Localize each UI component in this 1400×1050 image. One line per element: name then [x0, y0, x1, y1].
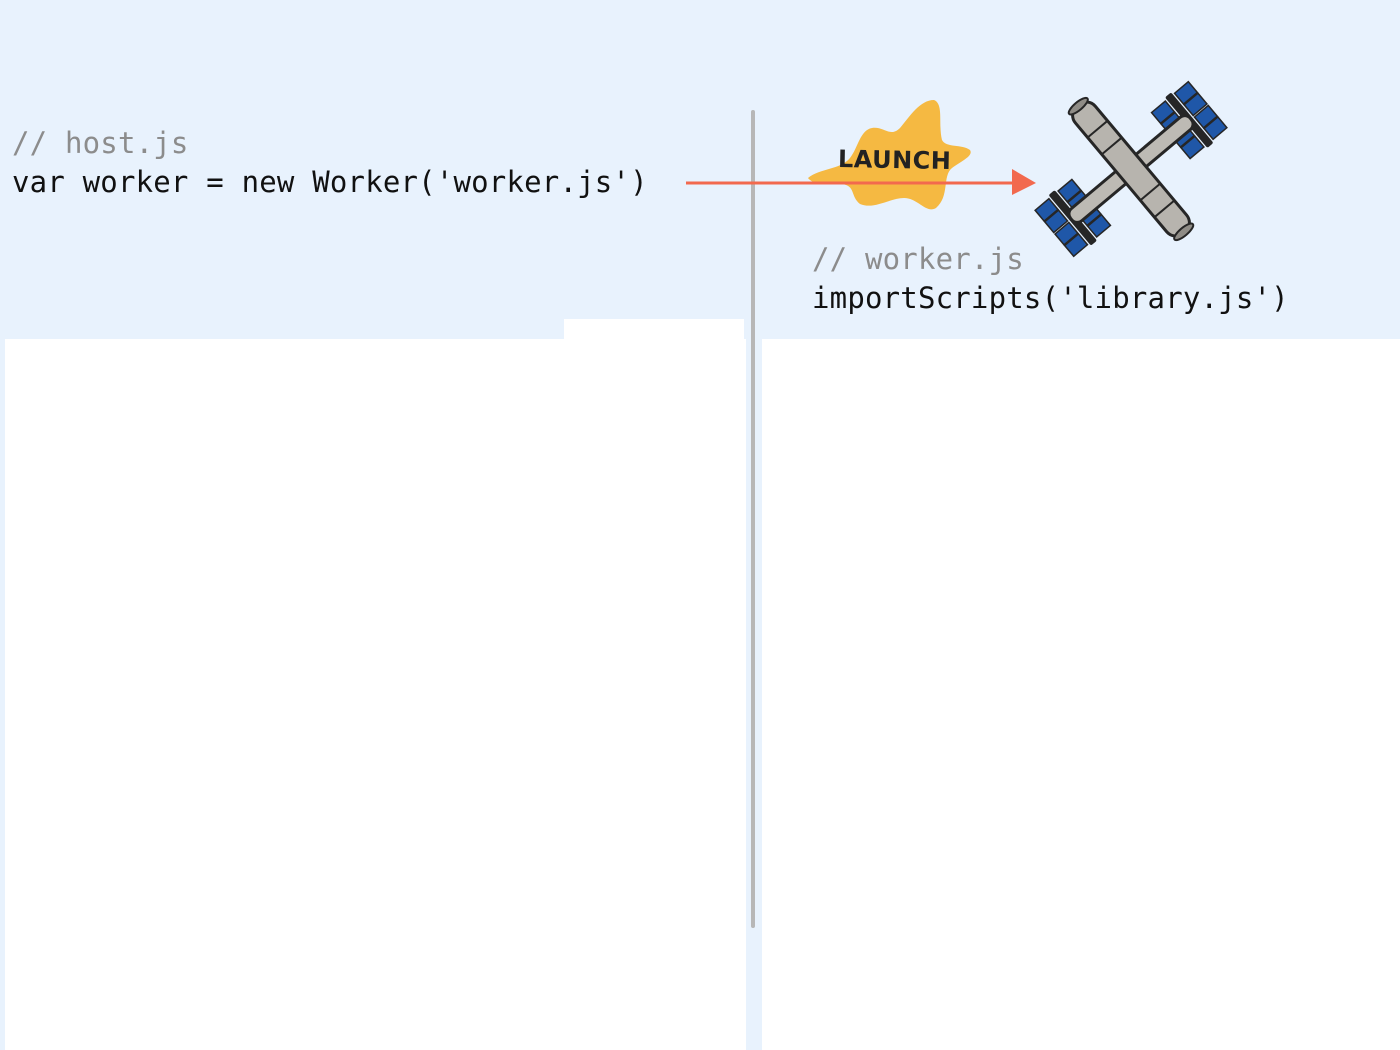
launch-arrow: [686, 169, 1036, 195]
satellite-icon: [1034, 80, 1228, 258]
launch-label: LAUNCH: [837, 145, 952, 175]
worker-comment: // worker.js: [812, 242, 1024, 276]
thread-divider: [751, 110, 755, 928]
worker-panel: [762, 339, 1400, 1050]
host-panel: [5, 339, 746, 1050]
host-comment: // host.js: [12, 126, 189, 160]
worker-code: importScripts('library.js'): [812, 281, 1289, 315]
host-panel-notch: [564, 319, 744, 349]
host-code: var worker = new Worker('worker.js'): [12, 165, 648, 199]
